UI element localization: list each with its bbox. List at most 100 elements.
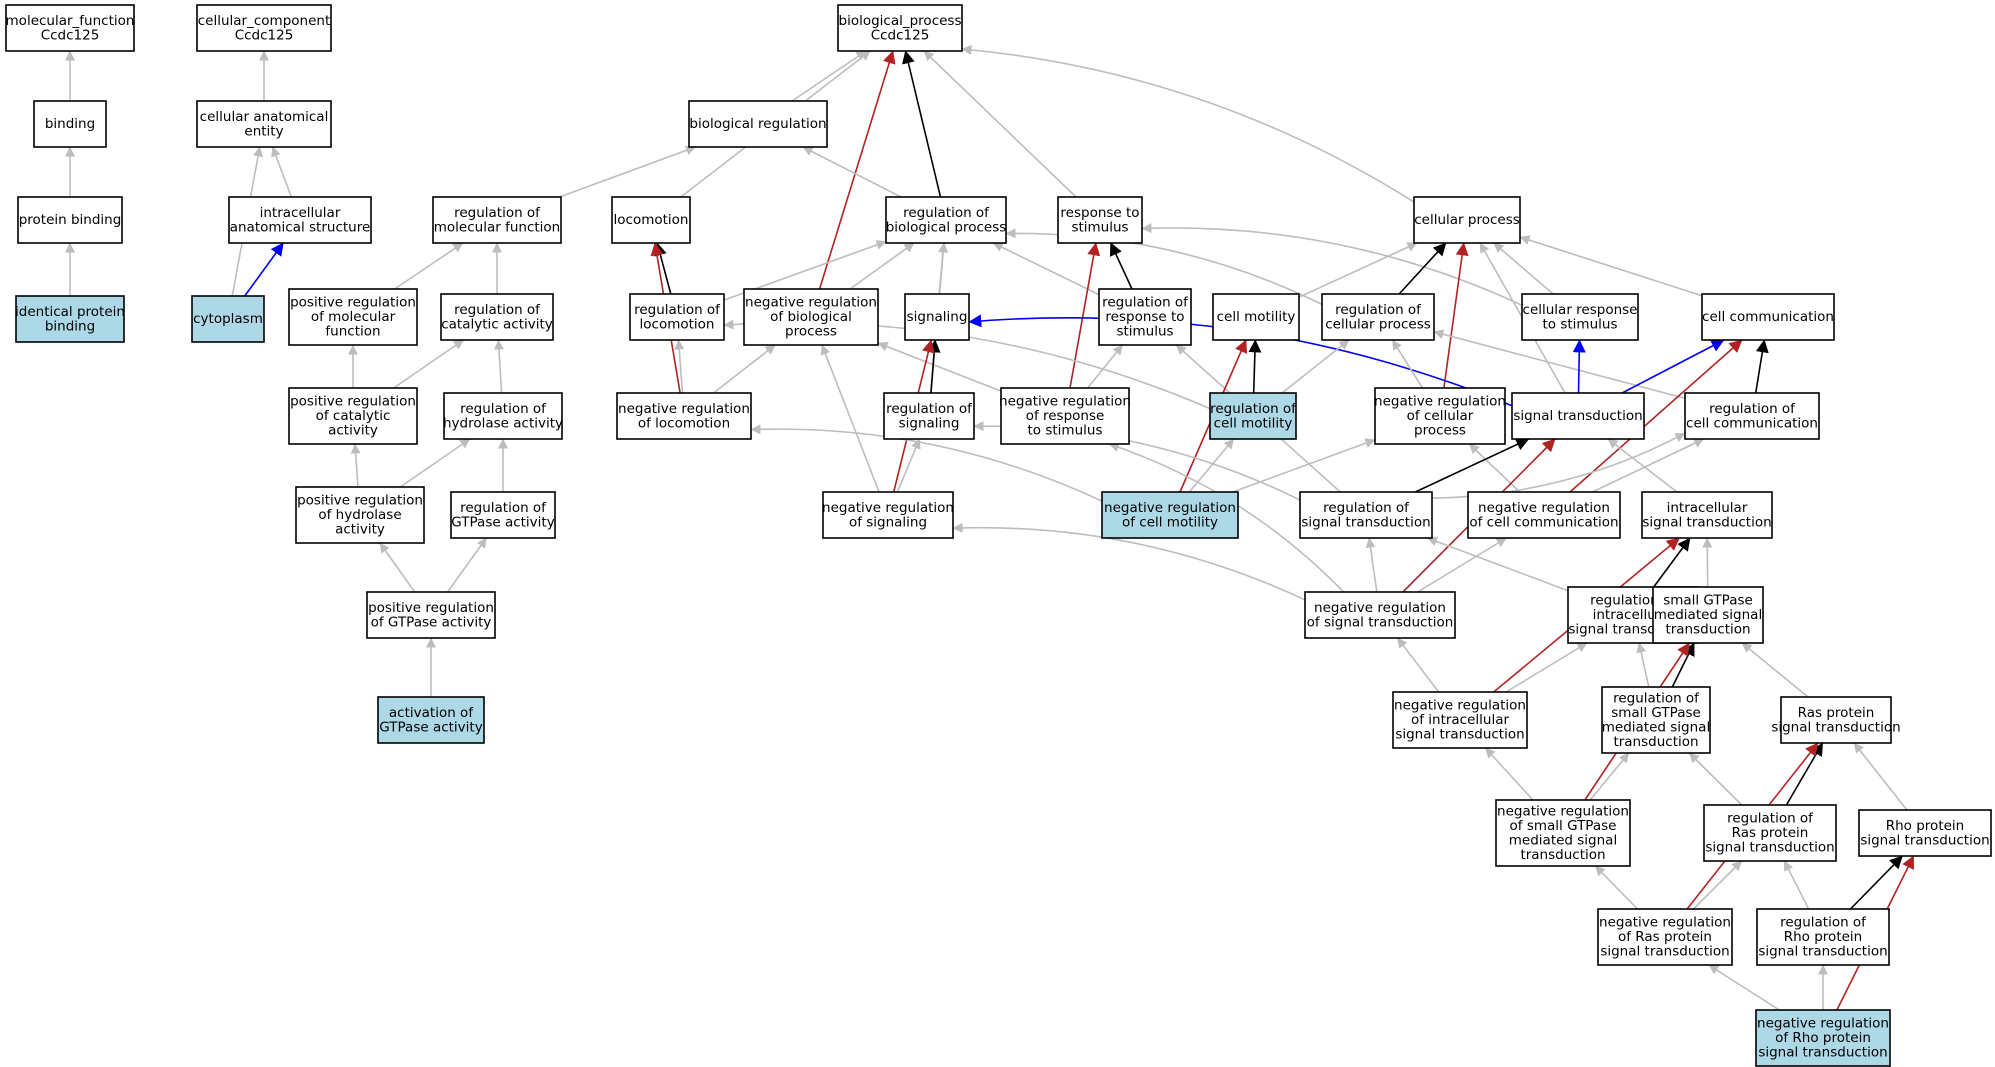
edge-cp-to-bp — [961, 44, 1415, 203]
edge-ras-to-sgtp — [1741, 642, 1809, 698]
term-node-st[interactable]: signal transduction — [1511, 392, 1645, 440]
term-label-line: transduction — [1665, 622, 1750, 638]
edge-nrsgtp-to-nrist — [1484, 747, 1534, 801]
term-box — [822, 491, 954, 539]
term-label-line: Rho protein — [1886, 818, 1964, 834]
term-box — [432, 196, 562, 244]
term-node-binding[interactable]: binding — [33, 100, 107, 148]
term-label-line: intracellular — [1667, 500, 1748, 516]
term-box — [1755, 1009, 1891, 1067]
edge-rts-to-bp — [923, 50, 1077, 198]
term-node-loco[interactable]: locomotion — [611, 196, 691, 244]
term-node-breg[interactable]: biological regulation — [688, 100, 828, 148]
term-label-line: process — [785, 324, 837, 340]
term-box — [1098, 288, 1192, 346]
term-node-cp[interactable]: cellular process — [1413, 196, 1521, 244]
term-label-line: negative regulation — [1374, 394, 1506, 410]
term-label-line: Ras protein — [1798, 705, 1875, 721]
term-label-line: small GTPase — [1663, 593, 1753, 609]
term-label-line: of signaling — [849, 514, 927, 530]
term-label-line: negative regulation — [618, 401, 750, 417]
edge-nrrs-to-nrbp — [877, 341, 1002, 392]
edge-rcp-to-cp — [1398, 242, 1447, 295]
term-box — [295, 486, 425, 544]
term-node-pbind[interactable]: protein binding — [17, 196, 123, 244]
term-label-line: of signal transduction — [1307, 614, 1454, 630]
edge-nrcp-to-cp — [1443, 242, 1469, 389]
term-node-cyto[interactable]: cytoplasm — [191, 295, 265, 343]
edge-rrho-to-rho — [1849, 855, 1903, 910]
edge-rbp-to-breg — [802, 146, 902, 198]
term-node-ccomm[interactable]: cell communication — [1701, 293, 1835, 341]
term-label-line: locomotion — [640, 316, 715, 332]
edge-nrcp-to-rcp — [1391, 339, 1424, 389]
term-label-line: small GTPase — [1611, 705, 1701, 721]
term-node-cmot[interactable]: cell motility — [1212, 293, 1300, 341]
term-box — [1597, 908, 1733, 966]
term-label-line: negative regulation — [745, 295, 877, 311]
edge-cyto-to-ias — [244, 242, 284, 297]
term-label-line: cellular anatomical — [200, 109, 329, 125]
term-label-line: transduction — [1613, 734, 1698, 750]
term-label-line: signal transduction — [1860, 832, 1989, 848]
term-label-line: of GTPase activity — [371, 614, 492, 630]
term-box — [885, 196, 1007, 244]
term-label-line: activation of — [389, 705, 474, 721]
term-box — [450, 491, 556, 539]
edge-crs-to-cp — [1493, 242, 1554, 295]
term-label-line: binding — [45, 318, 95, 334]
edge-nrcm-to-rcm — [1188, 438, 1235, 493]
edge-prha-to-rha — [399, 438, 471, 488]
term-box — [883, 392, 975, 440]
edge-nrcc-to-nrcp — [1468, 443, 1521, 493]
edge-nrloco-to-rloco — [674, 339, 685, 394]
term-label-line: of Ras protein — [1618, 929, 1712, 945]
term-label-line: negative regulation — [822, 500, 954, 516]
term-node-signaling[interactable]: signaling — [904, 293, 970, 341]
